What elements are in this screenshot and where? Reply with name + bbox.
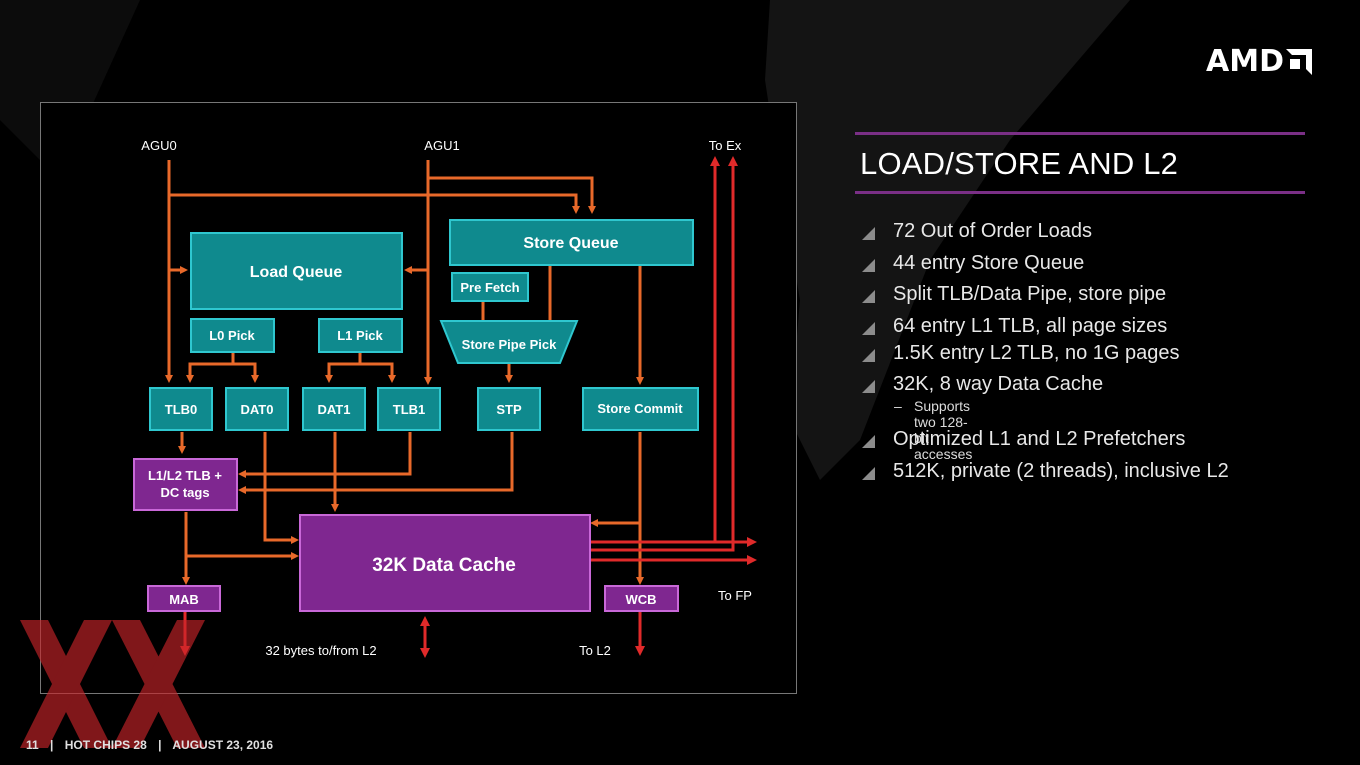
sub-bullet-dash: – (894, 398, 902, 414)
bullet-triangle-icon (862, 321, 875, 335)
dat1-label: DAT1 (318, 402, 351, 417)
footer-separator: | (50, 738, 54, 752)
wcb-label: WCB (625, 592, 656, 607)
mab-block: MAB (147, 585, 221, 612)
agu1-label: AGU1 (424, 138, 459, 153)
bullet-triangle-icon (862, 258, 875, 272)
agu0-label: AGU0 (141, 138, 176, 153)
load-queue-block: Load Queue (190, 232, 403, 310)
bullet-triangle-icon (862, 435, 875, 448)
footer-separator: | (158, 738, 162, 752)
tlb1-label: TLB1 (393, 402, 426, 417)
dat1-block: DAT1 (302, 387, 366, 431)
title-rule-bottom (855, 191, 1305, 194)
l1-pick-label: L1 Pick (337, 328, 383, 343)
footer-event: HOT CHIPS 28 (64, 738, 147, 752)
tlb0-block: TLB0 (149, 387, 213, 431)
bullet-triangle-icon (862, 380, 875, 393)
bullet-triangle-icon (862, 290, 875, 303)
footer-date: AUGUST 23, 2016 (172, 738, 274, 752)
amd-logo-text: AMD (1206, 44, 1284, 79)
l1l2-tlb-label-line2: DC tags (160, 485, 209, 500)
mab-label: MAB (169, 592, 199, 607)
store-commit-label: Store Commit (597, 401, 683, 416)
wcb-block: WCB (604, 585, 679, 612)
l0-pick-label: L0 Pick (209, 328, 255, 343)
store-queue-label: Store Queue (523, 235, 618, 252)
bytes-l2-label: 32 bytes to/from L2 (265, 643, 376, 658)
xx-watermark-icon (20, 620, 205, 748)
to-fp-label: To FP (718, 588, 752, 603)
store-pipe-pick-label: Store Pipe Pick (462, 337, 557, 352)
bullet-triangle-icon (862, 227, 875, 240)
data-cache-block: 32K Data Cache (299, 514, 591, 612)
to-ex-label: To Ex (709, 138, 742, 153)
l1l2-tlb-label-line1: L1/L2 TLB + (148, 468, 222, 483)
stp-label: STP (496, 402, 522, 417)
pre-fetch-label: Pre Fetch (460, 280, 519, 295)
load-queue-label: Load Queue (250, 264, 343, 281)
red-arrows (180, 156, 757, 658)
store-commit-block: Store Commit (582, 387, 699, 431)
amd-logo: AMD (1206, 44, 1312, 79)
dat0-label: DAT0 (241, 402, 274, 417)
tlb1-block: TLB1 (377, 387, 441, 431)
amd-arrow-icon (1285, 48, 1312, 75)
tlb0-label: TLB0 (165, 402, 198, 417)
l1-pick-block: L1 Pick (318, 318, 403, 353)
to-l2-label: To L2 (579, 643, 611, 658)
l1l2-tlb-block: L1/L2 TLB + DC tags (133, 458, 238, 511)
l0-pick-block: L0 Pick (190, 318, 275, 353)
data-cache-label: 32K Data Cache (372, 555, 516, 576)
slide-footer: 11 | HOT CHIPS 28 | AUGUST 23, 2016 (26, 738, 281, 752)
stp-block: STP (477, 387, 541, 431)
store-queue-block: Store Queue (449, 219, 694, 266)
page-number: 11 (26, 738, 39, 752)
pre-fetch-block: Pre Fetch (451, 272, 529, 302)
slide-title: LOAD/STORE AND L2 (860, 146, 1179, 181)
dat0-block: DAT0 (225, 387, 289, 431)
load-store-diagram: Load Queue Store Queue Pre Fetch Store P… (40, 102, 797, 694)
title-rule-top (855, 132, 1305, 135)
bullet-triangle-icon (862, 466, 875, 480)
store-pipe-pick-block: Store Pipe Pick (439, 320, 579, 364)
bullet-triangle-icon (862, 348, 875, 362)
